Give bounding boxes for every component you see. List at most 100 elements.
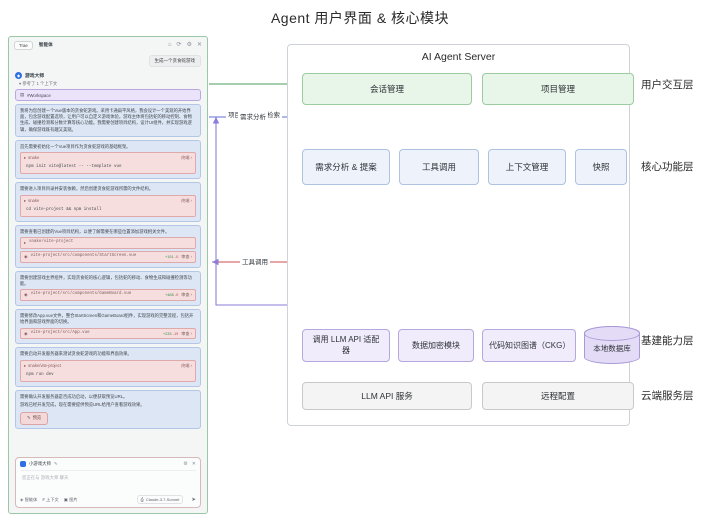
assistant-message: 需要启动开发服务器来测试贪食蛇游戏的功能和界面效果。 ▸ snake/vite-… (15, 347, 201, 387)
headset-icon[interactable]: ⌂ (167, 42, 172, 48)
assistant-message: 需要进入项目目录并安装依赖，然后创建贪食蛇游戏所需的文件结构。 ▸ snake … (15, 182, 201, 222)
layer-label-cloud-service: 云端服务层 (641, 390, 694, 402)
terminal-tool: ▸ snake (24, 155, 39, 161)
diff-removed: -0 (174, 292, 179, 298)
terminal-icon: ▸ (24, 197, 27, 203)
preview-button-label: 预览 (32, 415, 42, 421)
preview-button[interactable]: ✎ 预览 (20, 412, 49, 425)
composer-chip-agent[interactable]: ◈ 智能体 (20, 497, 37, 503)
ide-topbar-icons: ⌂ ⟳ ⚙ ✕ (168, 42, 202, 48)
model-selector[interactable]: ⎙ Claude-3.7-Sonnet (136, 495, 184, 504)
node-local-database-label: 本地数据库 (593, 343, 631, 353)
layer-core-function-row: 需求分析 & 提案 工具调用 上下文管理 快照 (302, 149, 627, 185)
ide-topbar: Trae 智能体 ⌂ ⟳ ⚙ ✕ (9, 37, 207, 53)
file-path: vite-project/src/components/GameBoard.vu… (30, 292, 132, 297)
edit-icon[interactable]: ✎ (53, 461, 58, 466)
ide-panel: Trae 智能体 ⌂ ⟳ ⚙ ✕ 生成一个贪食蛇游戏 ◆ 游戏大师 ▾ 参考了 … (8, 36, 208, 514)
gear-icon[interactable]: ⚙ (183, 461, 188, 467)
node-tool-call[interactable]: 工具调用 (399, 149, 479, 185)
model-name: Claude-3.7-Sonnet (145, 497, 180, 502)
workspace-chip[interactable]: ▤ #Workspace (15, 89, 201, 101)
user-prompt-bubble: 生成一个贪食蛇游戏 (148, 55, 201, 67)
composer-chip-image[interactable]: ▣ 图片 (64, 497, 78, 503)
diff-stat: +488 -0 (165, 292, 178, 298)
model-icon: ⎙ (140, 497, 144, 502)
user-prompt-row: 生成一个贪食蛇游戏 (9, 53, 207, 70)
trae-brand-chip[interactable]: Trae (14, 40, 33, 50)
node-llm-api-service[interactable]: LLM API 服务 (302, 382, 472, 410)
assistant-message: 需要查看已创建的Vue项目结构，以便了解需要在哪些位置添加游戏相关文件。 ▸ s… (15, 224, 201, 268)
terminal-tool: ▸ snake/vite-project (24, 363, 61, 369)
node-local-database[interactable]: 本地数据库 (584, 326, 640, 364)
node-llm-api-adapter[interactable]: 调用 LLM API 适配器 (302, 328, 390, 362)
file-change-row[interactable]: ◉ vite-project/src/App.vue +233 -19 审查 › (20, 327, 196, 340)
terminal-card-header: ▸ snake/vite-project 终端 › (24, 363, 192, 369)
agent-avatar (20, 461, 26, 467)
assistant-avatar: ◆ (15, 72, 22, 79)
edge-label-tool-call: 工具调用 (240, 256, 270, 266)
composer-footer: ◈ 智能体 # 上下文 ▣ 图片 ⎙ Claude-3.7-Sonnet ➤ (20, 495, 196, 504)
node-remote-config[interactable]: 远程配置 (482, 382, 634, 410)
message-text: 我将为您创建一个Vue版本的贪食蛇游戏。采用卡通扁平风格，我会设计一个美观的开始… (20, 108, 192, 132)
terminal-action-link[interactable]: 终端 › (181, 197, 192, 203)
assistant-message: 需要修改App.vue文件，整合StartScreen和GameBoard组件，… (15, 309, 201, 345)
node-session-management[interactable]: 会话管理 (302, 73, 472, 105)
tool-scope-row: ▸ snake/vite-project (20, 236, 196, 249)
context-summary-label: 参考了 1 个上下文 (22, 81, 58, 86)
folder-icon: ▸ (24, 239, 27, 245)
close-icon[interactable]: ✕ (191, 461, 196, 467)
assistant-message: 需要确认开发服务器是否成功启动，以便获取预览URL。 游戏已经开发完成，现在需要… (15, 389, 201, 429)
composer-chip-context[interactable]: # 上下文 (42, 497, 58, 503)
node-requirement-analysis[interactable]: 需求分析 & 提案 (302, 149, 390, 185)
diff-added: +151 (164, 253, 174, 259)
terminal-command-card: ▸ snake 终端 › npm init vite@latest -- --t… (20, 152, 196, 175)
file-icon: ▤ (20, 92, 25, 97)
layer-label-infrastructure: 基建能力层 (641, 335, 694, 347)
node-project-management[interactable]: 项目管理 (482, 73, 634, 105)
diff-added: +488 (164, 292, 174, 298)
tab-agent[interactable]: 智能体 (38, 42, 53, 47)
composer-chip-agent-label: 智能体 (24, 496, 38, 502)
agent-server-diagram: AI Agent Server 会话管理 项目管理 需求分析 & 提案 工具调用… (287, 44, 640, 426)
node-context-management[interactable]: 上下文管理 (488, 149, 566, 185)
workspace-chip-label: #Workspace (27, 92, 51, 98)
terminal-action-link[interactable]: 终端 › (181, 362, 192, 368)
agent-icon: ◈ (20, 497, 24, 502)
chat-composer: 小游戏大师 ✎ ⚙ ✕ 您正在与 游戏大师 聊天 ◈ 智能体 # 上下文 ▣ 图… (15, 457, 201, 508)
composer-header-icons: ⚙ ✕ (183, 461, 196, 467)
terminal-action-link[interactable]: 终端 › (181, 155, 192, 161)
node-snapshot[interactable]: 快照 (575, 149, 627, 185)
close-icon[interactable]: ✕ (196, 42, 202, 48)
review-link[interactable]: 审查 › (181, 330, 192, 336)
review-link[interactable]: 审查 › (181, 253, 192, 259)
node-code-knowledge-graph[interactable]: 代码知识图谱（CKG） (482, 328, 576, 362)
terminal-command: npm init vite@latest -- --template vue (26, 165, 122, 170)
terminal-command: npm run dev (26, 372, 54, 377)
hash-icon: # (42, 497, 45, 502)
history-icon[interactable]: ⟳ (176, 42, 182, 48)
layer-label-core-function: 核心功能层 (641, 161, 694, 173)
composer-chip-image-label: 图片 (69, 496, 78, 502)
context-summary[interactable]: ▾ 参考了 1 个上下文 (19, 81, 58, 86)
terminal-command-card: ▸ snake 终端 › cd vite-project && npm inst… (20, 194, 196, 217)
terminal-icon: ▸ (24, 155, 27, 161)
layer-label-user-interaction: 用户交互层 (641, 79, 694, 91)
composer-agent-name[interactable]: 小游戏大师 (29, 461, 51, 466)
diff-stat: +233 -19 (163, 331, 178, 337)
terminal-command: cd vite-project && npm install (26, 207, 102, 212)
send-icon[interactable]: ➤ (191, 496, 196, 503)
file-change-row[interactable]: ◉ vite-project/src/components/StartScree… (20, 250, 196, 263)
composer-chip-context-label: 上下文 (46, 496, 59, 502)
file-path: vite-project/src/App.vue (30, 330, 90, 335)
gear-icon[interactable]: ⚙ (186, 42, 192, 48)
composer-input[interactable]: 您正在与 游戏大师 聊天 (22, 475, 69, 480)
node-data-encryption[interactable]: 数据加密模块 (398, 328, 474, 362)
terminal-tool: ▸ snake (24, 198, 39, 204)
diff-stat: +151 -0 (165, 254, 178, 260)
composer-header: 小游戏大师 ✎ ⚙ ✕ (20, 461, 196, 471)
tool-scope-path: snake/vite-project (29, 239, 74, 244)
message-text: 首先需要初始化一个Vue项目作为贪食蛇游戏的基础框架。 (20, 143, 131, 149)
file-change-row[interactable]: ◉ vite-project/src/components/GameBoard.… (20, 289, 196, 302)
review-link[interactable]: 审查 › (181, 292, 192, 298)
diff-removed: -0 (174, 253, 179, 259)
